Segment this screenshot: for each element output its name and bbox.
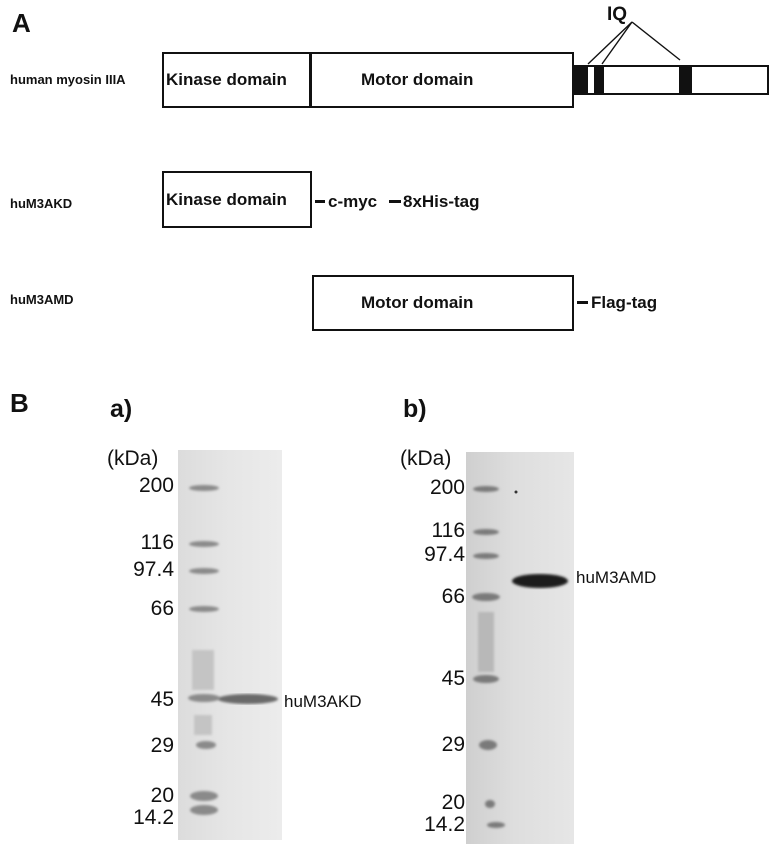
gel-a-marker-label: 116 bbox=[140, 531, 174, 554]
panel-a-letter: A bbox=[12, 8, 31, 38]
gel-a-marker-label: 29 bbox=[150, 734, 174, 757]
gel-b-sublabel: b) bbox=[403, 395, 427, 423]
gel-a-marker-label: 97.4 bbox=[133, 558, 174, 581]
gel-b-marker-label: 200 bbox=[429, 476, 465, 499]
iq-motif-2 bbox=[594, 66, 604, 94]
gel-a-sublabel: a) bbox=[110, 395, 133, 423]
his-tag-label: 8xHis-tag bbox=[403, 192, 480, 211]
gel-b-marker-label: 29 bbox=[441, 733, 465, 756]
gel-b-unit-label: (kDa) bbox=[400, 447, 452, 470]
gel-b-marker-label: 45 bbox=[441, 667, 465, 690]
iq-motif-3 bbox=[679, 66, 692, 94]
iq-motif-1 bbox=[574, 66, 588, 94]
iq-pointer-lines bbox=[587, 21, 681, 65]
gel-a-marker-label: 66 bbox=[150, 597, 174, 620]
construct-label-hum3akd: huM3AKD bbox=[10, 196, 73, 211]
gel-a-marker-label: 14.2 bbox=[133, 806, 174, 829]
myosin-iiia-motor-domain-label: Motor domain bbox=[361, 70, 474, 89]
iq-label: IQ bbox=[607, 4, 628, 25]
gel-b-marker-label: 20 bbox=[441, 791, 465, 814]
gel-b-marker-label: 14.2 bbox=[424, 813, 465, 836]
hum3amd-motor-box bbox=[312, 275, 574, 331]
gel-a-band-label: huM3AKD bbox=[284, 692, 362, 711]
gel-b-marker-label: 116 bbox=[431, 519, 465, 542]
flag-tag-label: Flag-tag bbox=[591, 293, 658, 312]
domain-divider bbox=[309, 52, 312, 108]
construct-label-myosin-iiia: human myosin IIIA bbox=[10, 72, 126, 87]
gel-b-marker-label: 66 bbox=[441, 585, 465, 608]
construct-label-hum3amd: huM3AMD bbox=[10, 292, 74, 307]
gel-a-unit-label: (kDa) bbox=[107, 447, 159, 470]
myosin-iiia-tail-box bbox=[572, 65, 769, 95]
hum3akd-kinase-box bbox=[162, 171, 312, 228]
linker-dash bbox=[315, 200, 325, 203]
gel-b-band-label: huM3AMD bbox=[576, 568, 657, 587]
hum3amd-motor-domain-label: Motor domain bbox=[361, 293, 474, 312]
panel-b-letter: B bbox=[10, 388, 29, 418]
gel-a-marker-label: 200 bbox=[138, 474, 174, 497]
gel-b-marker-label: 97.4 bbox=[424, 543, 465, 566]
gel-a-marker-label: 20 bbox=[150, 784, 174, 807]
c-myc-tag-label: c-myc bbox=[328, 192, 378, 211]
gel-b-image bbox=[466, 452, 574, 844]
gel-a-marker-label: 45 bbox=[150, 688, 174, 711]
hum3akd-kinase-domain-label: Kinase domain bbox=[166, 190, 287, 209]
gel-a-image bbox=[178, 450, 282, 840]
linker-dash bbox=[389, 200, 401, 203]
myosin-iiia-kinase-domain-label: Kinase domain bbox=[166, 70, 287, 89]
linker-dash bbox=[577, 301, 588, 304]
